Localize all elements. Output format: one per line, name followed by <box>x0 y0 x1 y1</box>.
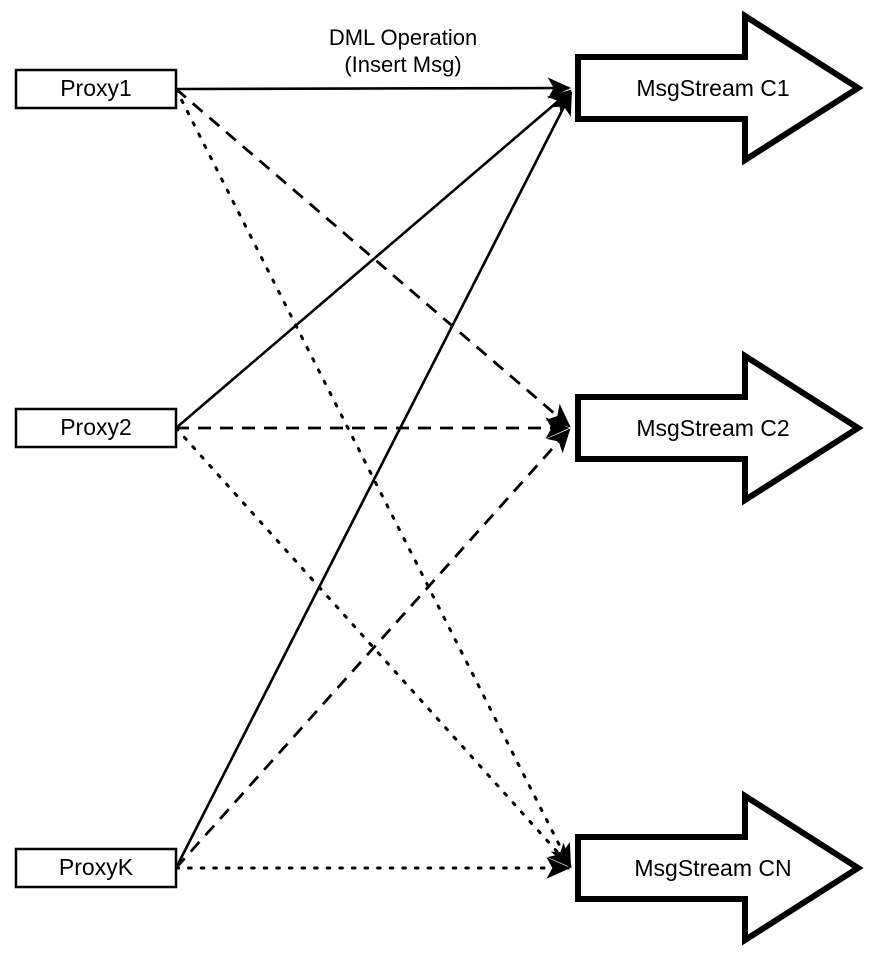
target-nodes-layer: MsgStream C1 MsgStream C2 MsgStream CN <box>575 10 864 946</box>
node-proxy1[interactable]: Proxy1 <box>14 68 178 110</box>
msgstream-c2-label: MsgStream C2 <box>636 415 789 441</box>
node-proxy2[interactable]: Proxy2 <box>14 407 178 449</box>
connection-proxyk-to-c2 <box>174 428 571 869</box>
node-msgstream-c1[interactable]: MsgStream C1 <box>575 10 864 166</box>
node-proxyk[interactable]: ProxyK <box>14 847 178 889</box>
msgstream-cn-label: MsgStream CN <box>634 855 791 881</box>
node-msgstream-cn[interactable]: MsgStream CN <box>575 790 864 946</box>
edge-label-line1: DML Operation <box>329 25 477 50</box>
msgstream-cn-arrow-shape[interactable] <box>575 790 864 946</box>
connection-proxyk-to-c1 <box>174 91 573 869</box>
connection-proxy1-to-c2 <box>175 87 571 428</box>
msgstream-c2-arrow-shape[interactable] <box>575 350 864 506</box>
edge-label-line2: (Insert Msg) <box>344 52 461 77</box>
proxy2-box[interactable] <box>14 407 178 449</box>
proxyk-label: ProxyK <box>59 854 134 880</box>
connection-proxy1-to-c1 <box>175 77 572 99</box>
proxy1-label: Proxy1 <box>60 75 132 101</box>
msgstream-c1-arrow-shape[interactable] <box>575 10 864 166</box>
proxy2-label: Proxy2 <box>60 414 132 440</box>
connection-proxy2-to-cn <box>174 426 572 868</box>
source-nodes-layer: Proxy1 Proxy2 ProxyK <box>14 68 178 889</box>
msgstream-c1-label: MsgStream C1 <box>636 75 789 101</box>
connection-proxy2-to-c1 <box>175 89 572 429</box>
proxyk-box[interactable] <box>14 847 178 889</box>
connections-layer <box>174 77 573 879</box>
edge-label-group: DML Operation (Insert Msg) <box>329 25 477 77</box>
node-msgstream-c2[interactable]: MsgStream C2 <box>575 350 864 506</box>
proxy1-box[interactable] <box>14 68 178 110</box>
